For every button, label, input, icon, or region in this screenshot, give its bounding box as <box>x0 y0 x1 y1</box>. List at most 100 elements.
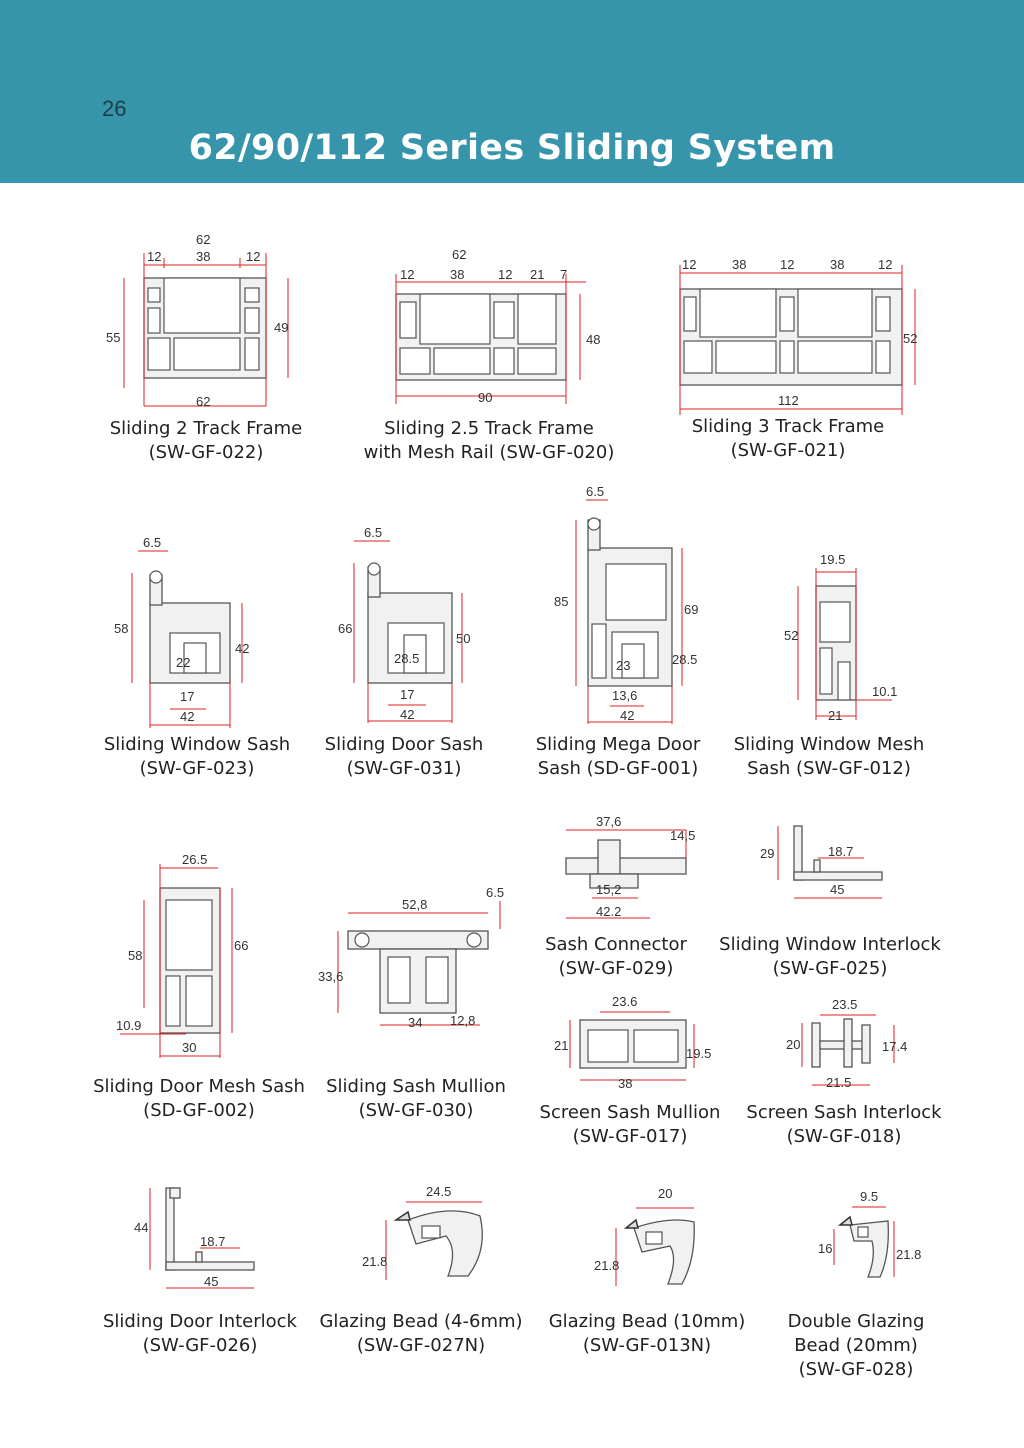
dim-label: 49 <box>274 320 288 335</box>
dim-label: 17.4 <box>882 1039 907 1054</box>
dim-label: 45 <box>830 882 844 897</box>
dim-label: 52,8 <box>402 897 427 912</box>
dim-label: 21 <box>828 708 842 723</box>
dim-label: 19.5 <box>820 552 845 567</box>
profile-figure-sw-gf-018: 23.5 20 17.4 21.5 <box>786 995 916 1095</box>
dim-label: 10.9 <box>116 1018 141 1033</box>
dim-label: 44 <box>134 1220 148 1235</box>
caption-line: (SD-GF-002) <box>143 1100 255 1121</box>
profile-drawing: 6.5 66 50 28.5 17 42 <box>338 525 470 723</box>
profile-figure-sw-gf-027n: 24.5 21.8 <box>350 1180 500 1295</box>
dim-label: 21 <box>530 267 544 282</box>
dim-label: 21.8 <box>594 1258 619 1273</box>
profile-drawing: 62 12 38 12 55 49 62 <box>106 232 289 409</box>
dim-label: 23.6 <box>612 994 637 1009</box>
profile-drawing: 62 12 38 12 21 7 48 90 <box>395 247 600 405</box>
caption-sd-gf-002: Sliding Door Mesh Sash (SD-GF-002) <box>86 1075 312 1123</box>
dim-label: 38 <box>450 267 464 282</box>
caption-line: (SW-GF-021) <box>730 440 846 461</box>
caption-line: Sliding Door Sash <box>324 734 484 755</box>
caption-line: (SW-GF-031) <box>346 758 462 779</box>
caption-line: Sliding Door Mesh Sash <box>93 1076 305 1097</box>
caption-line: (SW-GF-026) <box>142 1335 258 1356</box>
profile-figure-sw-gf-031: 6.5 66 50 28.5 17 42 <box>338 523 498 723</box>
dim-label: 52 <box>784 628 798 643</box>
caption-sw-gf-028: Double Glazing Bead (20mm) (SW-GF-028) <box>770 1310 942 1382</box>
profile-figure-sw-gf-017: 23.6 21 19.5 38 <box>554 990 711 1091</box>
dim-label: 16 <box>818 1241 832 1256</box>
caption-sw-gf-029: Sash Connector (SW-GF-029) <box>532 933 700 981</box>
profile-drawing: 19.5 52 10.1 21 <box>784 552 897 723</box>
caption-line: (SW-GF-028) <box>798 1359 914 1380</box>
caption-sw-gf-020: Sliding 2.5 Track Frame with Mesh Rail (… <box>352 417 626 465</box>
dim-label: 20 <box>658 1186 672 1201</box>
profile-figure-sw-gf-020: 62 12 38 12 21 7 48 90 <box>380 244 600 414</box>
caption-sw-gf-018: Screen Sash Interlock (SW-GF-018) <box>740 1101 948 1149</box>
caption-line: Sliding Sash Mullion <box>326 1076 506 1097</box>
dim-label: 62 <box>452 247 466 262</box>
profile-figure-sw-gf-030: 52,8 6.5 33,6 34 12,8 <box>318 885 508 1035</box>
dim-label: 6.5 <box>586 484 604 499</box>
profile-drawing: 29 18.7 45 <box>760 825 883 899</box>
dim-label: 50 <box>456 631 470 646</box>
profile-drawing: 24.5 21.8 <box>362 1184 483 1280</box>
caption-line: Sash Connector <box>545 934 687 955</box>
profile-figure-sw-gf-028: 9.5 16 21.8 <box>810 1185 921 1290</box>
caption-line: (SW-GF-029) <box>558 958 674 979</box>
caption-sw-gf-012: Sliding Window Mesh Sash (SW-GF-012) <box>724 733 934 781</box>
dim-label: 21.8 <box>362 1254 387 1269</box>
profile-drawing: 26.5 58 66 10.9 30 <box>116 852 248 1058</box>
caption-sw-gf-022: Sliding 2 Track Frame (SW-GF-022) <box>90 417 322 465</box>
dim-label: 21.5 <box>826 1075 851 1090</box>
dim-label: 18.7 <box>200 1234 225 1249</box>
profile-drawing: 6.5 58 42 22 17 42 <box>114 535 249 728</box>
caption-line: Sliding Mega Door <box>535 734 701 755</box>
caption-line: Double Glazing <box>787 1311 925 1332</box>
dim-label: 6.5 <box>364 525 382 540</box>
caption-sw-gf-031: Sliding Door Sash (SW-GF-031) <box>316 733 492 781</box>
dim-label: 28.5 <box>672 652 697 667</box>
profile-drawing: 23.6 21 19.5 38 <box>554 994 711 1091</box>
caption-line: Screen Sash Interlock <box>746 1102 942 1123</box>
page-number: 26 <box>102 96 127 121</box>
profile-figure-sd-gf-001: 6.5 85 69 28.5 23 13,6 42 <box>552 484 702 724</box>
dim-label: 34 <box>408 1015 422 1030</box>
dim-label: 21 <box>554 1038 568 1053</box>
dim-label: 42 <box>235 641 249 656</box>
caption-line: Glazing Bead (10mm) <box>548 1311 746 1332</box>
dim-label: 58 <box>114 621 128 636</box>
caption-line: Sash (SD-GF-001) <box>537 758 699 779</box>
profile-drawing: 44 18.7 45 <box>134 1187 255 1289</box>
profile-drawing: 6.5 85 69 28.5 23 13,6 42 <box>554 484 698 724</box>
profile-figure-sw-gf-012: 19.5 52 10.1 21 <box>780 550 920 725</box>
dim-label: 37,6 <box>596 814 621 829</box>
profile-drawing: 20 21.8 <box>594 1186 695 1286</box>
profile-drawing: 37,6 14,5 15,2 42.2 <box>565 814 695 919</box>
page-title: 62/90/112 Series Sliding System <box>188 128 836 168</box>
caption-line: Sliding Window Interlock <box>719 934 941 955</box>
caption-line: with Mesh Rail (SW-GF-020) <box>363 442 615 463</box>
dim-label: 112 <box>778 393 799 408</box>
dim-label: 23 <box>616 658 630 673</box>
profile-drawing: 12 38 12 38 12 52 112 <box>679 257 917 415</box>
caption-line: (SW-GF-025) <box>772 958 888 979</box>
dim-label: 85 <box>554 594 568 609</box>
dim-label: 66 <box>338 621 352 636</box>
dim-label: 6.5 <box>486 885 504 900</box>
profile-drawing: 23.5 20 17.4 21.5 <box>786 997 907 1090</box>
dim-label: 14,5 <box>670 828 695 843</box>
caption-sw-gf-021: Sliding 3 Track Frame (SW-GF-021) <box>672 415 904 463</box>
profile-figure-sw-gf-023: 6.5 58 42 22 17 42 <box>110 533 270 728</box>
dim-label: 62 <box>196 232 210 247</box>
dim-label: 33,6 <box>318 969 343 984</box>
caption-sw-gf-030: Sliding Sash Mullion (SW-GF-030) <box>318 1075 514 1123</box>
dim-label: 12 <box>147 249 161 264</box>
caption-line: Glazing Bead (4-6mm) <box>319 1311 523 1332</box>
caption-line: Sliding Window Mesh <box>733 734 925 755</box>
dim-label: 10.1 <box>872 684 897 699</box>
dim-label: 38 <box>196 249 210 264</box>
caption-line: Bead (20mm) <box>794 1335 918 1356</box>
dim-label: 45 <box>204 1274 218 1289</box>
caption-line: Screen Sash Mullion <box>539 1102 721 1123</box>
profile-drawing: 52,8 6.5 33,6 34 12,8 <box>318 885 504 1030</box>
